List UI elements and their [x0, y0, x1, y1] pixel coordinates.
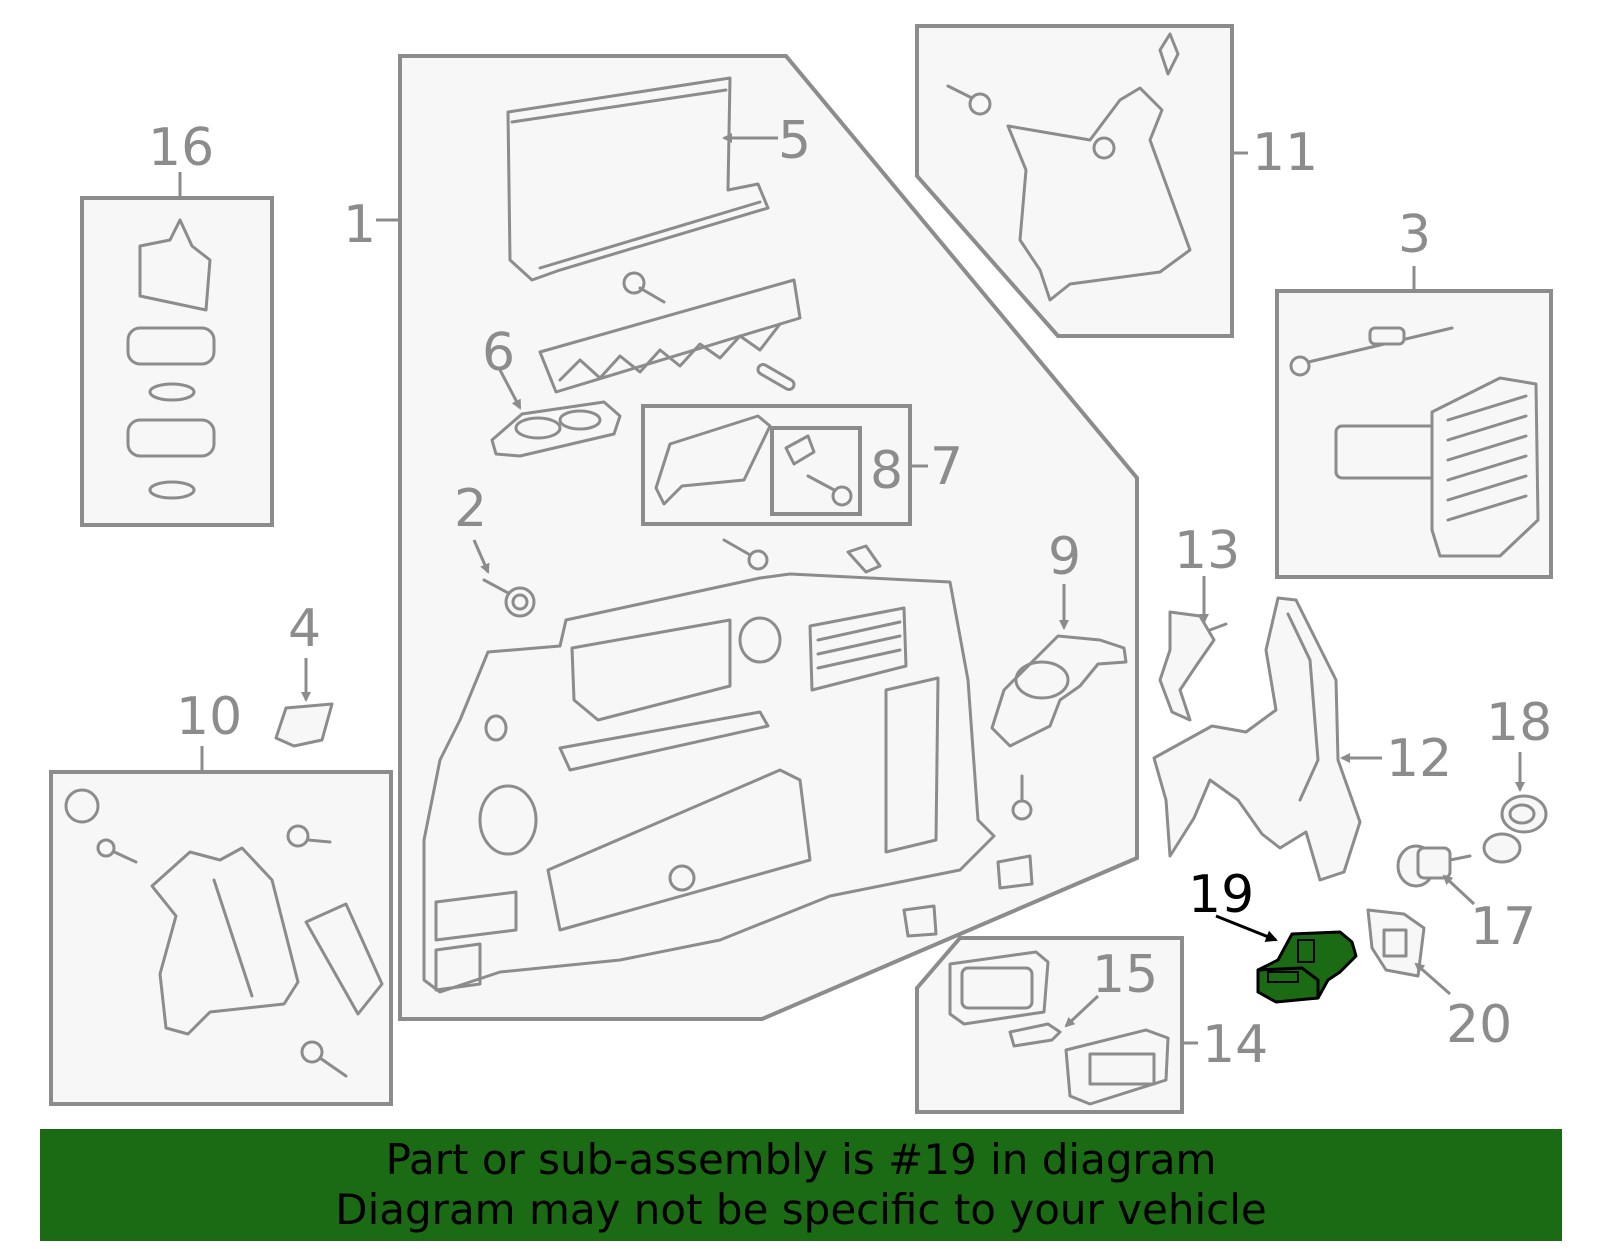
part-20-shape[interactable]	[1366, 908, 1426, 978]
box-16	[80, 196, 274, 527]
quarter-trim-panel	[422, 572, 996, 994]
callout-4: 4	[288, 599, 321, 659]
part-5-shape[interactable]	[506, 76, 770, 282]
callout-12: 12	[1386, 729, 1452, 789]
part-12-shape[interactable]	[1152, 596, 1362, 882]
part-4-shape[interactable]	[274, 702, 334, 748]
callout-19-highlighted: 19	[1188, 865, 1254, 925]
callout-6: 6	[482, 323, 515, 383]
part-2-bolt-icon[interactable]	[482, 578, 536, 618]
callout-17: 17	[1470, 897, 1536, 957]
leader-lines	[178, 133, 1525, 1045]
callout-2: 2	[454, 479, 487, 539]
banner-line-2: Diagram may not be specific to your vehi…	[335, 1185, 1267, 1234]
callout-1: 1	[343, 195, 376, 255]
box-8	[770, 426, 862, 516]
part-9-shape[interactable]	[990, 634, 1128, 748]
callout-13: 13	[1174, 521, 1240, 581]
rail-shape	[538, 278, 802, 394]
callout-18: 18	[1486, 693, 1552, 753]
part-19-highlighted-shape[interactable]	[1256, 930, 1358, 1004]
screw-icon	[722, 538, 882, 574]
box-3	[1275, 289, 1553, 579]
callout-5: 5	[778, 111, 811, 171]
callout-16: 16	[148, 118, 214, 178]
bolt-icon	[622, 271, 666, 304]
part-13-shape[interactable]	[1158, 610, 1228, 722]
banner-line-1: Part or sub-assembly is #19 in diagram	[385, 1135, 1217, 1184]
callout-7: 7	[930, 437, 963, 497]
callout-9: 9	[1048, 527, 1081, 587]
clip-icon	[756, 363, 796, 391]
callout-14: 14	[1202, 1015, 1268, 1075]
part-17-shape[interactable]	[1396, 844, 1472, 888]
box-11	[915, 24, 1234, 338]
bolt-icon	[902, 774, 1034, 938]
part-18-shape[interactable]	[1482, 794, 1548, 864]
box-10	[49, 770, 393, 1106]
box-14	[915, 936, 1184, 1114]
callout-labels: 1 2 3 4 5 6 7 8 9 10 11 12 13 14 15 16 1…	[148, 111, 1552, 1075]
info-banner: Part or sub-assembly is #19 in diagram D…	[40, 1129, 1562, 1241]
part-6-shape[interactable]	[490, 400, 622, 458]
callout-15: 15	[1092, 945, 1158, 1005]
callout-20: 20	[1446, 995, 1512, 1055]
callout-3: 3	[1398, 205, 1431, 265]
callout-8: 8	[870, 441, 903, 501]
callout-10: 10	[176, 687, 242, 747]
callout-11: 11	[1252, 123, 1318, 183]
